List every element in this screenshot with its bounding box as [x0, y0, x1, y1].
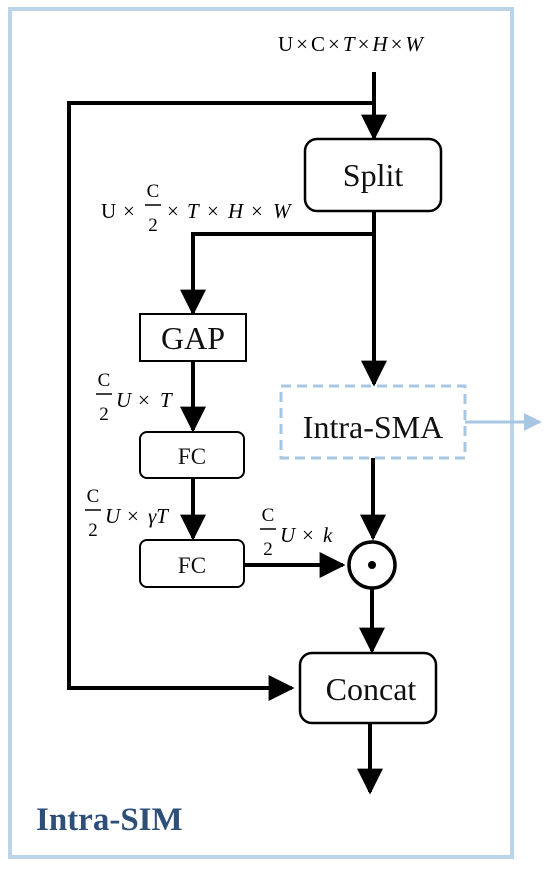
- svg-text:×: ×: [207, 199, 219, 223]
- gap-label: GAP: [161, 320, 225, 356]
- svg-text:C: C: [98, 370, 111, 391]
- product-dot: [368, 561, 376, 569]
- svg-text:U: U: [280, 523, 297, 547]
- svg-text:U: U: [116, 388, 133, 412]
- svg-text:2: 2: [99, 404, 109, 425]
- svg-text:H: H: [227, 199, 245, 223]
- intra-sma-node: [279, 384, 467, 460]
- svg-text:U: U: [101, 199, 116, 223]
- svg-text:C: C: [262, 505, 275, 526]
- svg-text:k: k: [323, 523, 333, 547]
- svg-text:×: ×: [127, 504, 139, 528]
- svg-text:2: 2: [88, 520, 98, 541]
- svg-text:T: T: [187, 199, 200, 223]
- fc2-output-label: C 2 U × k: [260, 505, 333, 560]
- diagram-title: Intra-SIM: [36, 802, 183, 838]
- intra-sma-label: Intra-SMA: [303, 409, 443, 445]
- fc1-output-label: C 2 U × γT: [85, 486, 169, 541]
- gap-output-label: C 2 U × T: [96, 370, 173, 425]
- fc2-label: FC: [178, 553, 206, 578]
- svg-text:W: W: [273, 199, 293, 223]
- split-output-label: U × C 2 × T × H × W: [101, 181, 293, 236]
- skip-connection: [67, 101, 374, 701]
- split-label: Split: [343, 157, 404, 193]
- svg-text:×: ×: [138, 388, 150, 412]
- split-to-gap-arrow: [180, 232, 374, 316]
- svg-text:C: C: [87, 486, 100, 507]
- svg-text:2: 2: [263, 539, 273, 560]
- svg-text:U: U: [105, 504, 122, 528]
- svg-text:×: ×: [167, 199, 179, 223]
- svg-text:T: T: [160, 388, 173, 412]
- outer-frame: [8, 7, 514, 859]
- svg-text:γT: γT: [148, 504, 169, 528]
- svg-text:×: ×: [302, 523, 314, 547]
- svg-text:C: C: [147, 181, 160, 202]
- svg-text:2: 2: [148, 215, 158, 236]
- svg-text:×: ×: [123, 199, 135, 223]
- svg-text:×: ×: [251, 199, 263, 223]
- input-shape-label: U×C×T×H×W: [278, 32, 425, 56]
- fc1-label: FC: [178, 444, 206, 469]
- concat-label: Concat: [326, 671, 417, 707]
